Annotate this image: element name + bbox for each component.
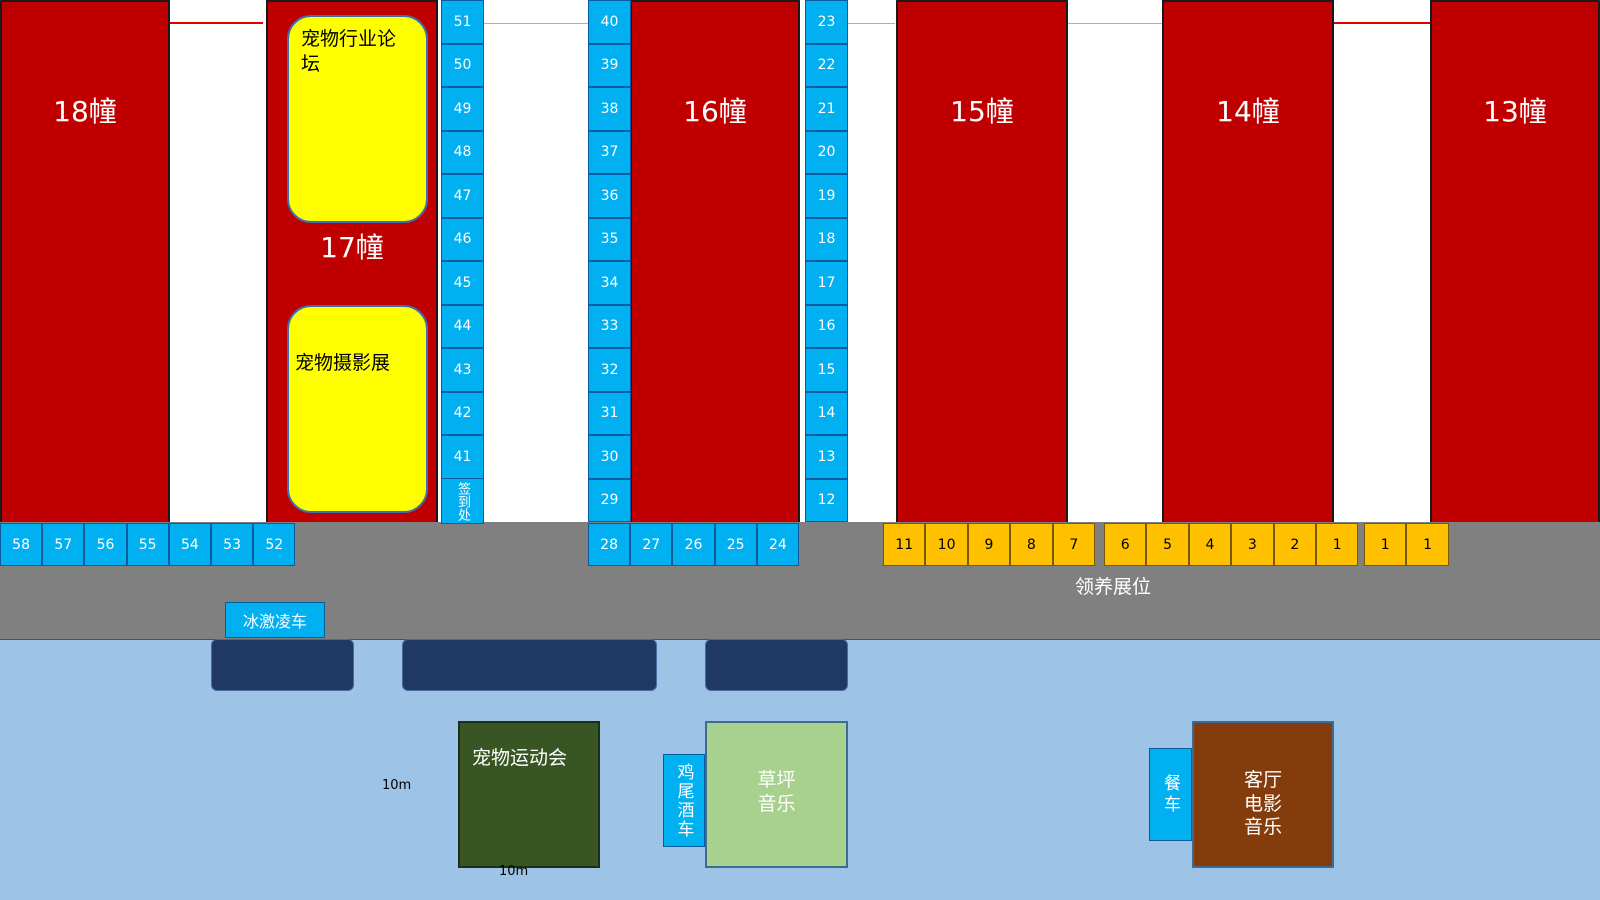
building-14-label: 14幢 bbox=[1216, 95, 1280, 128]
stall-35: 35 bbox=[588, 217, 631, 261]
stall-14: 14 bbox=[805, 391, 848, 435]
stall-41: 41 bbox=[441, 435, 484, 479]
stall-56: 56 bbox=[84, 523, 127, 566]
stall-40: 40 bbox=[588, 0, 631, 44]
dimension-label-vertical: 10m bbox=[382, 778, 412, 793]
cinema-music-area: 客厅 电影 音乐 bbox=[1192, 721, 1334, 868]
stall-12: 12 bbox=[805, 478, 848, 522]
signin-desk: 签到处 bbox=[441, 478, 484, 524]
stall-21: 21 bbox=[805, 87, 848, 131]
building-15: 15幢 bbox=[896, 0, 1068, 524]
adoption-stall-3: 3 bbox=[1231, 523, 1274, 566]
cocktail-truck: 鸡尾酒车 bbox=[663, 754, 705, 847]
green-connector-line bbox=[1068, 23, 1163, 24]
stall-27: 27 bbox=[630, 523, 673, 566]
adoption-stall-10: 10 bbox=[925, 523, 968, 566]
building-13-label: 13幢 bbox=[1483, 95, 1547, 128]
stall-47: 47 bbox=[441, 174, 484, 218]
adoption-stall-1: 1 bbox=[1406, 523, 1449, 566]
stall-25: 25 bbox=[714, 523, 757, 566]
stall-22: 22 bbox=[805, 43, 848, 87]
cinema-music-label: 客厅 电影 音乐 bbox=[1243, 768, 1282, 839]
stall-39: 39 bbox=[588, 43, 631, 87]
stall-19: 19 bbox=[805, 174, 848, 218]
stall-46: 46 bbox=[441, 217, 484, 261]
stall-55: 55 bbox=[126, 523, 169, 566]
stall-16: 16 bbox=[805, 304, 848, 348]
dimension-label-horizontal: 10m bbox=[499, 864, 529, 879]
adoption-stall-2: 2 bbox=[1273, 523, 1316, 566]
stall-48: 48 bbox=[441, 130, 484, 174]
stall-17: 17 bbox=[805, 261, 848, 305]
stall-33: 33 bbox=[588, 304, 631, 348]
adoption-stall-9: 9 bbox=[967, 523, 1011, 566]
stall-38: 38 bbox=[588, 87, 631, 131]
stall-32: 32 bbox=[588, 348, 631, 392]
stall-45: 45 bbox=[441, 261, 484, 305]
grass-music-label: 草坪 音乐 bbox=[757, 768, 796, 815]
red-connector-line bbox=[1334, 22, 1430, 24]
pet-sports-label: 宠物运动会 bbox=[472, 747, 568, 769]
stall-29: 29 bbox=[588, 478, 631, 522]
photo-exhibition-hall: 宠物摄影展 bbox=[287, 305, 428, 513]
stall-18: 18 bbox=[805, 217, 848, 261]
green-connector-line bbox=[478, 23, 588, 24]
adoption-stall-1: 1 bbox=[1316, 523, 1359, 566]
stall-13: 13 bbox=[805, 435, 848, 479]
stall-36: 36 bbox=[588, 174, 631, 218]
stall-31: 31 bbox=[588, 391, 631, 435]
bench-left bbox=[211, 639, 354, 691]
pet-sports-area: 宠物运动会 bbox=[458, 721, 600, 868]
building-15-label: 15幢 bbox=[950, 95, 1014, 128]
stall-15: 15 bbox=[805, 348, 848, 392]
adoption-stall-4: 4 bbox=[1188, 523, 1232, 566]
adoption-area-label: 领养展位 bbox=[1075, 576, 1152, 598]
stall-51: 51 bbox=[441, 0, 484, 44]
building-16-label: 16幢 bbox=[683, 95, 747, 128]
stall-43: 43 bbox=[441, 348, 484, 392]
red-connector-line bbox=[168, 22, 263, 24]
building-16: 16幢 bbox=[630, 0, 800, 524]
bench-right bbox=[705, 639, 848, 691]
building-17-label: 17幢 bbox=[320, 231, 384, 264]
building-14: 14幢 bbox=[1162, 0, 1334, 524]
stall-57: 57 bbox=[42, 523, 85, 566]
bench-center bbox=[402, 639, 657, 691]
adoption-stall-6: 6 bbox=[1104, 523, 1147, 566]
stall-44: 44 bbox=[441, 304, 484, 348]
ice-cream-truck: 冰激凌车 bbox=[225, 602, 325, 638]
stall-30: 30 bbox=[588, 435, 631, 479]
stall-34: 34 bbox=[588, 261, 631, 305]
photo-exhibition-label: 宠物摄影展 bbox=[295, 352, 391, 374]
stall-54: 54 bbox=[168, 523, 211, 566]
adoption-stall-7: 7 bbox=[1052, 523, 1095, 566]
stall-37: 37 bbox=[588, 130, 631, 174]
stall-58: 58 bbox=[0, 523, 43, 566]
forum-hall-label: 宠物行业论坛 bbox=[301, 28, 397, 75]
stall-50: 50 bbox=[441, 43, 484, 87]
stall-24: 24 bbox=[756, 523, 799, 566]
adoption-stall-11: 11 bbox=[883, 523, 926, 566]
building-18-label: 18幢 bbox=[53, 95, 117, 128]
building-13: 13幢 bbox=[1430, 0, 1600, 524]
adoption-stall-1: 1 bbox=[1364, 523, 1407, 566]
adoption-stall-8: 8 bbox=[1010, 523, 1053, 566]
grass-music-area: 草坪 音乐 bbox=[705, 721, 848, 868]
stall-53: 53 bbox=[211, 523, 254, 566]
food-truck: 餐车 bbox=[1149, 748, 1192, 841]
building-18: 18幢 bbox=[0, 0, 170, 524]
stall-52: 52 bbox=[253, 523, 296, 566]
adoption-stall-5: 5 bbox=[1146, 523, 1189, 566]
stall-20: 20 bbox=[805, 130, 848, 174]
stall-23: 23 bbox=[805, 0, 848, 44]
stall-42: 42 bbox=[441, 391, 484, 435]
stall-26: 26 bbox=[672, 523, 715, 566]
stall-28: 28 bbox=[588, 523, 631, 566]
stall-49: 49 bbox=[441, 87, 484, 131]
forum-hall: 宠物行业论坛 bbox=[287, 15, 428, 223]
green-connector-line bbox=[845, 23, 895, 24]
